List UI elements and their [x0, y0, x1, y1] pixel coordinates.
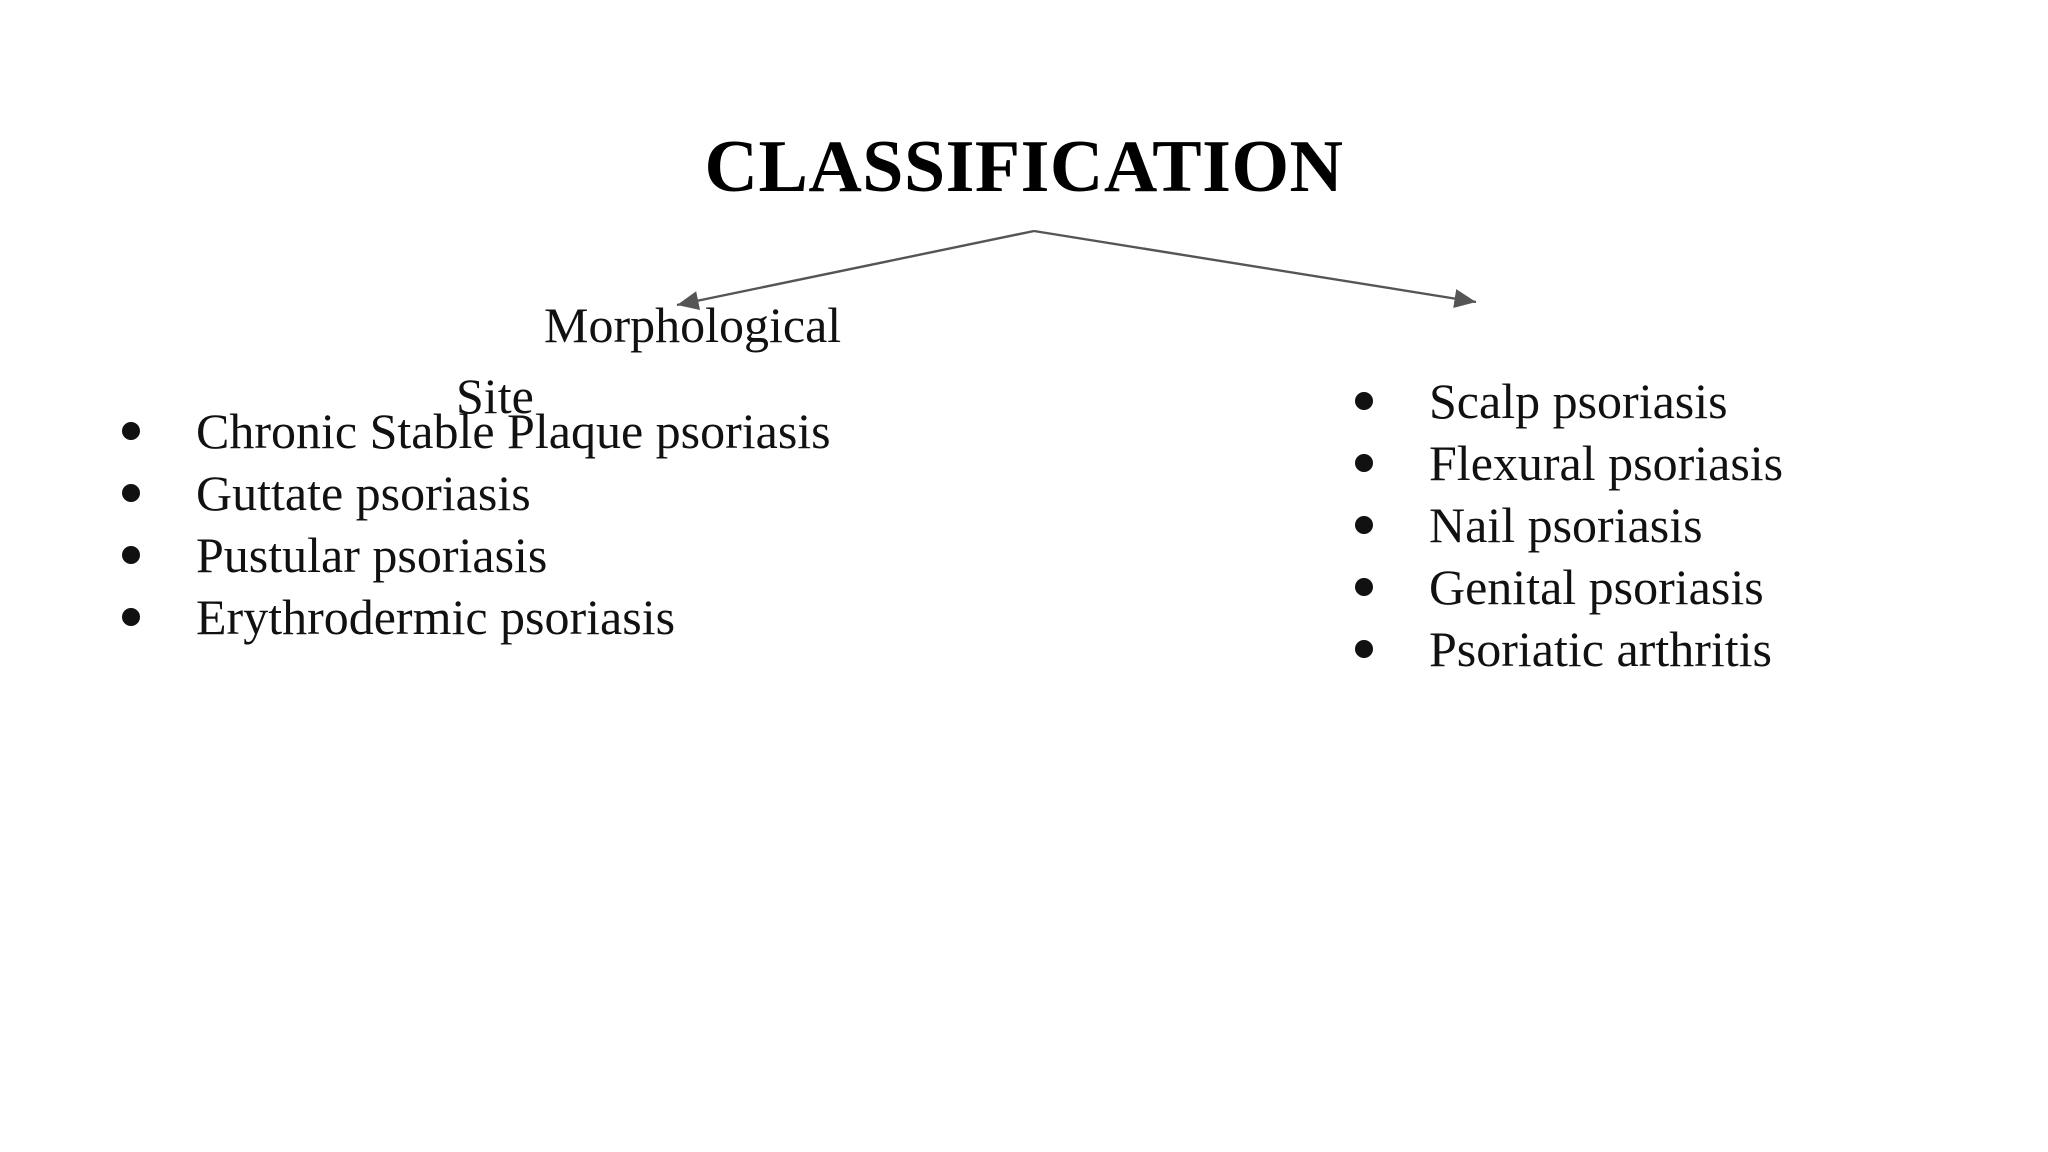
list-item: Genital psoriasis	[1355, 556, 1955, 618]
list-item-text: Psoriatic arthritis	[1429, 621, 1772, 677]
list-item-text: Guttate psoriasis	[196, 465, 531, 521]
list-item: Chronic Stable Plaque psoriasis	[122, 400, 922, 462]
list-item: Erythrodermic psoriasis	[122, 586, 922, 648]
list-item-text: Scalp psoriasis	[1429, 373, 1728, 429]
arrow-left	[676, 229, 1035, 311]
bullet-icon	[122, 546, 140, 564]
list-item-text: Chronic Stable Plaque psoriasis	[196, 403, 831, 459]
bullet-icon	[1355, 640, 1373, 658]
list-item: Nail psoriasis	[1355, 494, 1955, 556]
list-item: Flexural psoriasis	[1355, 432, 1955, 494]
list-item: Guttate psoriasis	[122, 462, 922, 524]
bullet-icon	[1355, 516, 1373, 534]
bullet-icon	[1355, 578, 1373, 596]
bullet-icon	[122, 422, 140, 440]
list-item: Psoriatic arthritis	[1355, 618, 1955, 680]
arrow-right	[1033, 229, 1477, 309]
morphological-label: Morphological	[544, 297, 842, 353]
list-item: Pustular psoriasis	[122, 524, 922, 586]
list-item-text: Flexural psoriasis	[1429, 435, 1784, 491]
morphological-list: Chronic Stable Plaque psoriasis Guttate …	[122, 400, 922, 648]
list-item-text: Nail psoriasis	[1429, 497, 1703, 553]
list-item-text: Genital psoriasis	[1429, 559, 1764, 615]
bullet-icon	[122, 484, 140, 502]
list-item-text: Pustular psoriasis	[196, 527, 548, 583]
bullet-icon	[1355, 392, 1373, 410]
bullet-icon	[1355, 454, 1373, 472]
bullet-icon	[122, 608, 140, 626]
list-item: Scalp psoriasis	[1355, 370, 1955, 432]
list-item-text: Erythrodermic psoriasis	[196, 589, 676, 645]
site-label: Site	[456, 368, 534, 424]
site-list: Scalp psoriasis Flexural psoriasis Nail …	[1355, 370, 1955, 680]
slide-title: CLASSIFICATION	[704, 126, 1344, 208]
